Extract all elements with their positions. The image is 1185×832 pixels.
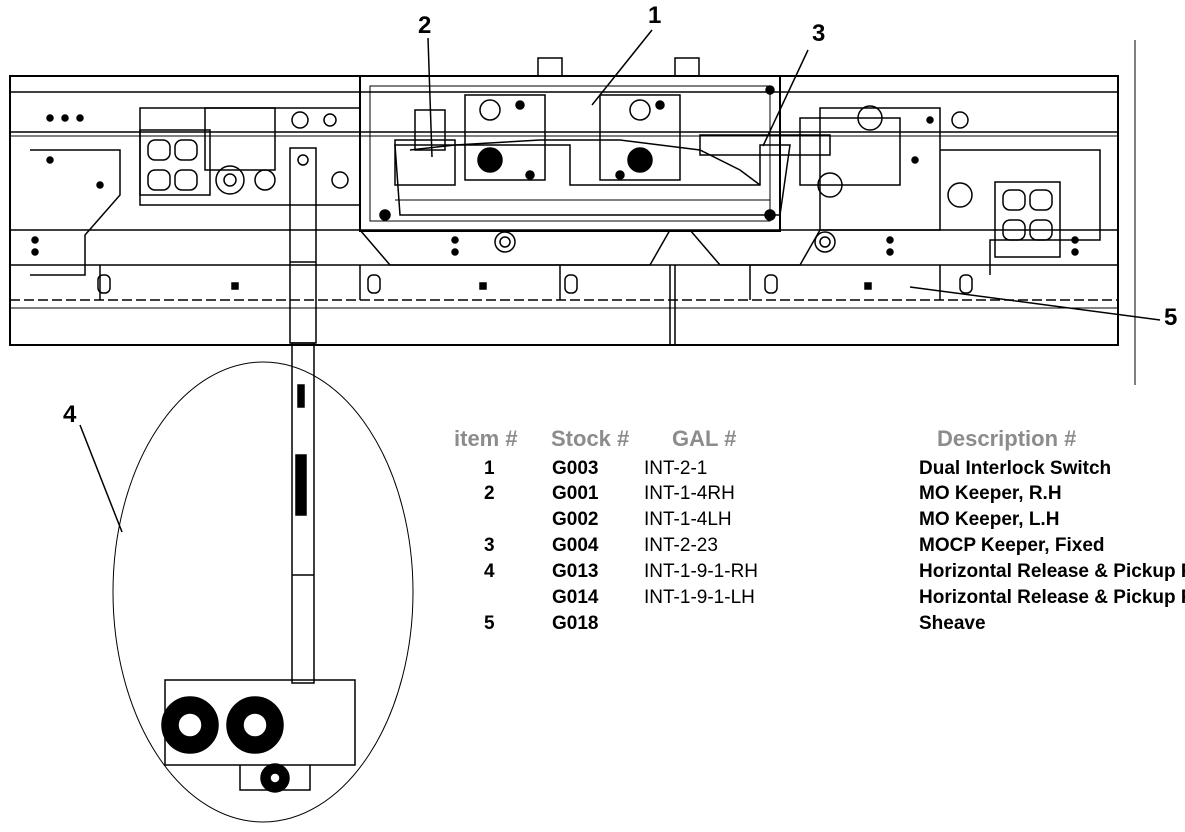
row-5-stock: G013 — [552, 561, 599, 582]
row-6-description: Horizontal Release & Pickup Roller, L.H — [919, 588, 1185, 607]
rail-rollers — [139, 111, 1061, 258]
row-1-gal: INT-2-1 — [644, 458, 708, 479]
row-4-gal: INT-2-23 — [644, 535, 718, 556]
callout-4: 4 — [63, 401, 77, 428]
row-1-description: Dual Interlock Switch — [919, 459, 1112, 478]
interlock-box — [359, 57, 901, 232]
header-gal: GAL # — [672, 426, 737, 451]
row-4-item: 3 — [484, 535, 495, 556]
row-3-gal: INT-1-4LH — [644, 509, 732, 530]
row-6-gal: INT-1-9-1-LH — [644, 587, 755, 608]
header-item: item # — [454, 426, 518, 451]
header-stock: Stock # — [551, 426, 630, 451]
row-7-item: 5 — [484, 613, 495, 634]
leader-lines — [79, 29, 1161, 533]
row-1-item: 1 — [484, 458, 495, 479]
row-3-stock: G002 — [552, 509, 599, 530]
header-description: Description # — [937, 426, 1077, 451]
row-3-description: MO Keeper, L.H — [919, 510, 1060, 529]
release-arm — [161, 147, 356, 793]
row-7-description: Sheave — [919, 614, 986, 633]
row-4-stock: G004 — [552, 535, 599, 556]
row-2-gal: INT-1-4RH — [644, 483, 735, 504]
row-5-gal: INT-1-9-1-RH — [644, 561, 759, 582]
row-2-description: MO Keeper, R.H — [919, 484, 1062, 503]
row-4-description: MOCP Keeper, Fixed — [919, 536, 1105, 555]
callout-3: 3 — [812, 20, 826, 47]
row-2-item: 2 — [484, 483, 495, 504]
row-6-stock: G014 — [552, 587, 599, 608]
hanger-brackets — [30, 107, 1101, 300]
header-rail — [9, 75, 1119, 346]
callout-5: 5 — [1164, 304, 1178, 331]
row-5-description: Horizontal Release & Pickup Roller, R.H — [919, 562, 1185, 581]
row-7-stock: G018 — [552, 613, 599, 634]
callout-1: 1 — [648, 2, 662, 29]
row-1-stock: G003 — [552, 458, 599, 479]
row-5-item: 4 — [484, 561, 495, 582]
track-holes — [31, 114, 1079, 294]
row-2-stock: G001 — [552, 483, 599, 504]
roller-detail-ellipse — [112, 361, 414, 823]
callout-2: 2 — [418, 12, 432, 39]
